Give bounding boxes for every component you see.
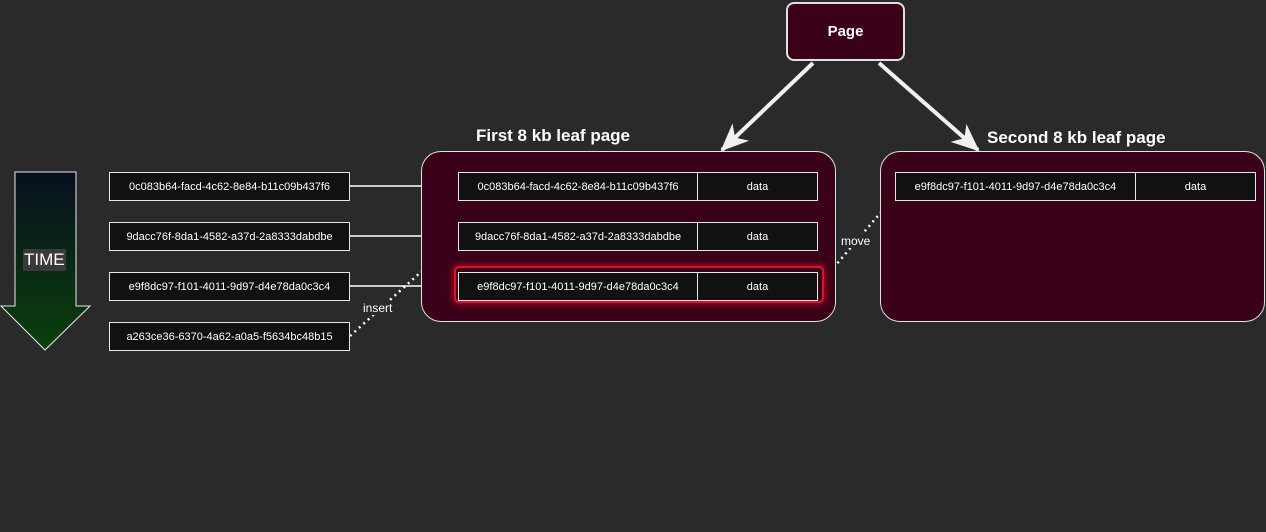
incoming-key-1: 0c083b64-facd-4c62-8e84-b11c09b437f6	[109, 172, 350, 201]
first-leaf-row-2-key: 9dacc76f-8da1-4582-a37d-2a8333dabdbe	[458, 222, 698, 251]
moved-row-highlight	[454, 266, 824, 303]
second-leaf-row-1-key: e9f8dc97-f101-4011-9d97-d4e78da0c3c4	[895, 172, 1136, 201]
page-label: Page	[827, 23, 864, 40]
incoming-key-3: e9f8dc97-f101-4011-9d97-d4e78da0c3c4	[109, 272, 350, 301]
incoming-key-4: a263ce36-6370-4a62-a0a5-f5634bc48b15	[109, 322, 350, 351]
incoming-key-2: 9dacc76f-8da1-4582-a37d-2a8333dabdbe	[109, 222, 350, 251]
insert-arrow	[349, 261, 433, 337]
second-leaf-title: Second 8 kb leaf page	[987, 128, 1166, 147]
page-node: Page	[786, 2, 905, 61]
first-leaf-row-1-data: data	[697, 172, 818, 201]
move-label: move	[839, 234, 873, 248]
first-leaf-row-3-data: data	[697, 272, 818, 301]
time-label: TIME	[23, 249, 66, 271]
first-leaf-row-1-key: 0c083b64-facd-4c62-8e84-b11c09b437f6	[458, 172, 698, 201]
first-leaf-row-3-key: e9f8dc97-f101-4011-9d97-d4e78da0c3c4	[458, 272, 698, 301]
page-to-second-leaf-arrow	[877, 61, 980, 152]
second-leaf-row-1-data: data	[1135, 172, 1256, 201]
first-leaf-title: First 8 kb leaf page	[476, 126, 630, 145]
page-to-first-leaf-arrow	[720, 61, 815, 152]
first-leaf-row-2-data: data	[697, 222, 818, 251]
insert-label: insert	[361, 301, 395, 315]
